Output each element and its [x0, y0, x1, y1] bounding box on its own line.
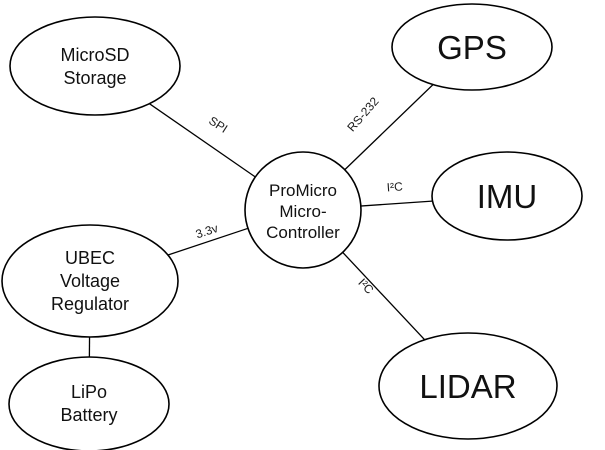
controller-label-line-2: Micro-	[279, 202, 326, 221]
node-lidar	[378, 332, 558, 440]
ubec-label-line-2: Voltage	[60, 271, 120, 291]
edge-label-spi: SPI	[206, 114, 230, 136]
imu-label: IMU	[477, 178, 538, 215]
microsd-label-line-1: MicroSD	[60, 45, 129, 65]
node-imu	[431, 151, 583, 241]
microsd-label-line-2: Storage	[63, 68, 126, 88]
node-gps	[391, 3, 553, 91]
edge-label-lidar-i2c: I²C	[355, 276, 376, 297]
edge-label-imu-i2c: I²C	[386, 179, 403, 194]
lidar-label: LIDAR	[419, 368, 516, 405]
node-lipo-battery	[8, 356, 170, 450]
ubec-label-line-1: UBEC	[65, 248, 115, 268]
edge-label-rs232: RS-232	[344, 94, 381, 134]
controller-label-line-1: ProMicro	[269, 181, 337, 200]
controller-label-line-3: Controller	[266, 223, 340, 242]
lipo-label-line-2: Battery	[60, 405, 117, 425]
lipo-label-line-1: LiPo	[71, 382, 107, 402]
edge-label-3v3: 3.3v	[194, 221, 220, 241]
node-ubec-voltage-regulator	[1, 224, 179, 338]
gps-label: GPS	[437, 29, 507, 66]
ubec-label-line-3: Regulator	[51, 294, 129, 314]
node-microsd-storage	[9, 16, 181, 116]
node-promicro-controller	[244, 151, 362, 269]
